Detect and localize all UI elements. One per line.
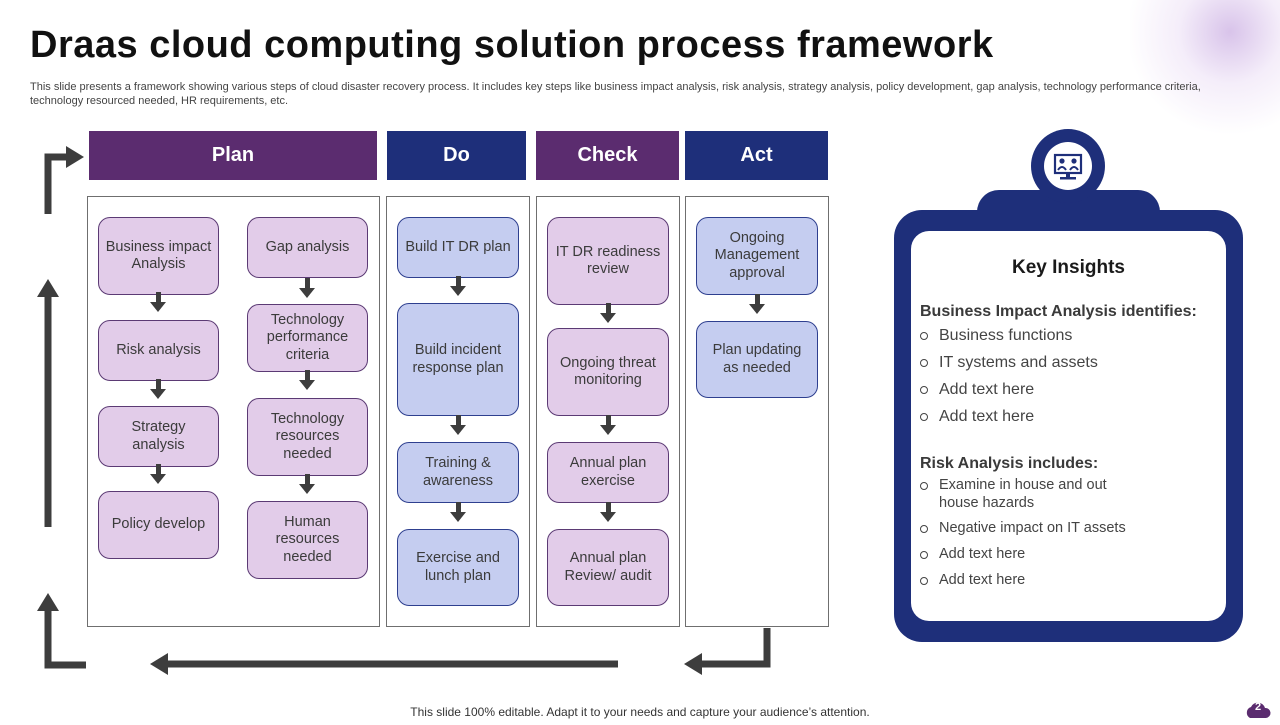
arrowhead-into-plan: [66, 146, 84, 168]
insights-list-item: Add text here: [920, 381, 1220, 399]
arrow-down: [600, 502, 616, 522]
arrow-down: [150, 292, 166, 312]
step-training-awareness: Training & awareness: [397, 442, 519, 503]
insights-item-text: Negative impact on IT assets: [939, 520, 1126, 536]
step-annual-plan-review-audit: Annual plan Review/ audit: [547, 529, 669, 606]
insights-item-text: Business functions: [939, 327, 1073, 344]
arrow-down: [600, 303, 616, 323]
key-insights-title: Key Insights: [1012, 257, 1125, 278]
step-human-resources-needed: Human resources needed: [247, 501, 368, 579]
step-it-dr-readiness-review: IT DR readiness review: [547, 217, 669, 305]
insights-list-item: Business functions: [920, 327, 1220, 345]
step-strategy-analysis: Strategy analysis: [98, 406, 219, 467]
bullet-icon: [920, 386, 928, 394]
arrow-down: [150, 464, 166, 484]
arrow-down: [450, 502, 466, 522]
corner-glow: [1130, 0, 1280, 140]
page-number: 2: [1254, 701, 1262, 713]
insights-list-item: Add text here: [920, 546, 1220, 564]
insights-item-text: Add text here: [939, 546, 1026, 562]
insights-item-text: Add text here: [939, 408, 1035, 425]
arrowhead-from-act: [684, 653, 702, 675]
arrow-down: [299, 278, 315, 298]
arrowhead-bottom-left: [37, 593, 59, 611]
arrow-down: [450, 276, 466, 296]
bullet-icon: [920, 482, 928, 490]
step-build-incident-response-plan: Build incident response plan: [397, 303, 519, 416]
step-risk-analysis: Risk analysis: [98, 320, 219, 381]
page-subtitle: This slide presents a framework showing …: [30, 81, 1201, 107]
arrow-down: [299, 370, 315, 390]
insights-item-text: Add text here: [939, 572, 1026, 588]
loop-arrow-from-act: [702, 628, 771, 668]
step-plan-updating-as-needed: Plan updating as needed: [696, 321, 818, 398]
step-business-impact-analysis: Business impact Analysis: [98, 217, 219, 295]
arrow-down: [450, 415, 466, 435]
arrowhead-bottom-return: [150, 653, 168, 675]
phase-header-do: Do: [387, 131, 526, 180]
insights-item-text: Examine in house and out house hazards: [939, 477, 1107, 511]
bullet-icon: [920, 525, 928, 533]
insights-list-item: Negative impact on IT assets: [920, 520, 1220, 538]
insights-section-heading: Business Impact Analysis identifies:: [920, 303, 1197, 320]
page-number-badge: 2: [1244, 698, 1272, 720]
insights-list-item: Examine in house and out house hazards: [920, 477, 1140, 512]
insights-list-item: Add text here: [920, 572, 1220, 590]
key-insights-body: [911, 231, 1226, 621]
arrow-down: [299, 474, 315, 494]
phase-header-act: Act: [685, 131, 828, 180]
cloud-icon: [1246, 702, 1271, 718]
step-gap-analysis: Gap analysis: [247, 217, 368, 278]
phase-header-check: Check: [536, 131, 679, 180]
insights-item-text: Add text here: [939, 381, 1035, 398]
insights-section-heading: Risk Analysis includes:: [920, 455, 1099, 472]
bullet-icon: [920, 413, 928, 421]
step-exercise-and-lunch-plan: Exercise and lunch plan: [397, 529, 519, 606]
step-ongoing-management-approval: Ongoing Management approval: [696, 217, 818, 295]
insights-list-item: Add text here: [920, 408, 1220, 426]
arrow-down: [150, 379, 166, 399]
loop-arrow-into-plan: [44, 153, 70, 214]
step-annual-plan-exercise: Annual plan exercise: [547, 442, 669, 503]
bullet-icon: [920, 551, 928, 559]
insights-list-item: IT systems and assets: [920, 354, 1220, 372]
step-technology-resources-needed: Technology resources needed: [247, 398, 368, 476]
page-title: Draas cloud computing solution process f…: [30, 24, 994, 66]
phase-header-plan: Plan: [89, 131, 377, 180]
step-technology-performance-criteria: Technology performance criteria: [247, 304, 368, 372]
footer-note: This slide 100% editable. Adapt it to yo…: [410, 705, 870, 719]
arrow-down: [749, 294, 765, 314]
loop-arrow-bottom-left: [44, 610, 86, 669]
presentation-board-icon: [1044, 142, 1092, 190]
bullet-icon: [920, 359, 928, 367]
bullet-icon: [920, 332, 928, 340]
arrowhead-left-up: [37, 279, 59, 297]
insights-item-text: IT systems and assets: [939, 354, 1098, 371]
step-ongoing-threat-monitoring: Ongoing threat monitoring: [547, 328, 669, 416]
step-build-it-dr-plan: Build IT DR plan: [397, 217, 519, 278]
bullet-icon: [920, 577, 928, 585]
step-policy-develop: Policy develop: [98, 491, 219, 559]
arrow-down: [600, 415, 616, 435]
